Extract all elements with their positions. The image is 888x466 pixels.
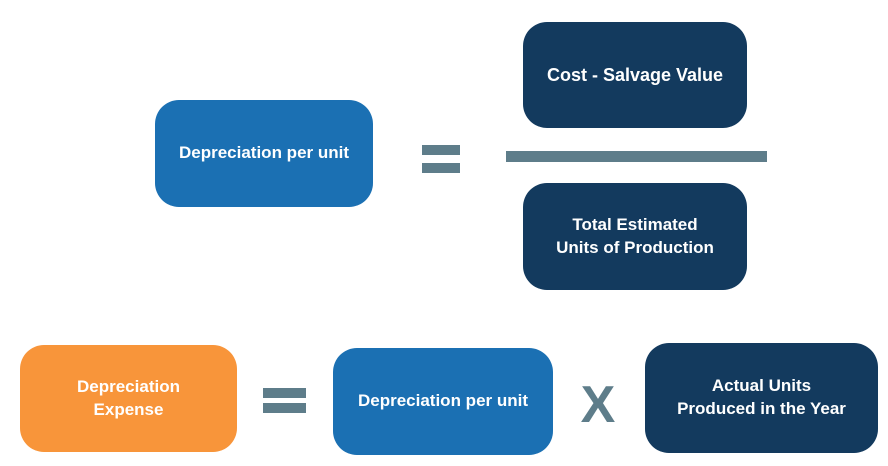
fraction-divider-bar: [506, 151, 767, 162]
depreciation-per-unit-box: Depreciation per unit: [155, 100, 373, 207]
multiply-operator: X: [580, 376, 616, 434]
equals-bar-bottom: [422, 163, 460, 173]
numerator-box: Cost - Salvage Value: [523, 22, 747, 128]
equals-bar-top: [422, 145, 460, 155]
equals-icon: [422, 145, 460, 173]
numerator-label: Cost - Salvage Value: [546, 64, 724, 85]
depreciation-expense-label-line1: Depreciation: [77, 376, 180, 396]
actual-units-box: Actual Units Produced in the Year: [645, 343, 878, 453]
equals-icon: [263, 388, 306, 413]
actual-units-label-line2: Produced in the Year: [677, 399, 846, 418]
denominator-label-line2: Units of Production: [556, 237, 714, 257]
depreciation-expense-label-line2: Expense: [93, 399, 164, 419]
equals-bar-top: [263, 388, 306, 398]
depreciation-expense-box: Depreciation Expense: [20, 345, 237, 452]
actual-units-label-line1: Actual Units: [711, 376, 812, 396]
depreciation-per-unit-operand-box: Depreciation per unit: [333, 348, 553, 455]
depreciation-per-unit-operand-label: Depreciation per unit: [357, 391, 529, 411]
depreciation-per-unit-label: Depreciation per unit: [178, 143, 350, 163]
denominator-label-line1: Total Estimated: [572, 214, 698, 234]
denominator-box: Total Estimated Units of Production: [523, 183, 747, 290]
equals-bar-bottom: [263, 403, 306, 413]
